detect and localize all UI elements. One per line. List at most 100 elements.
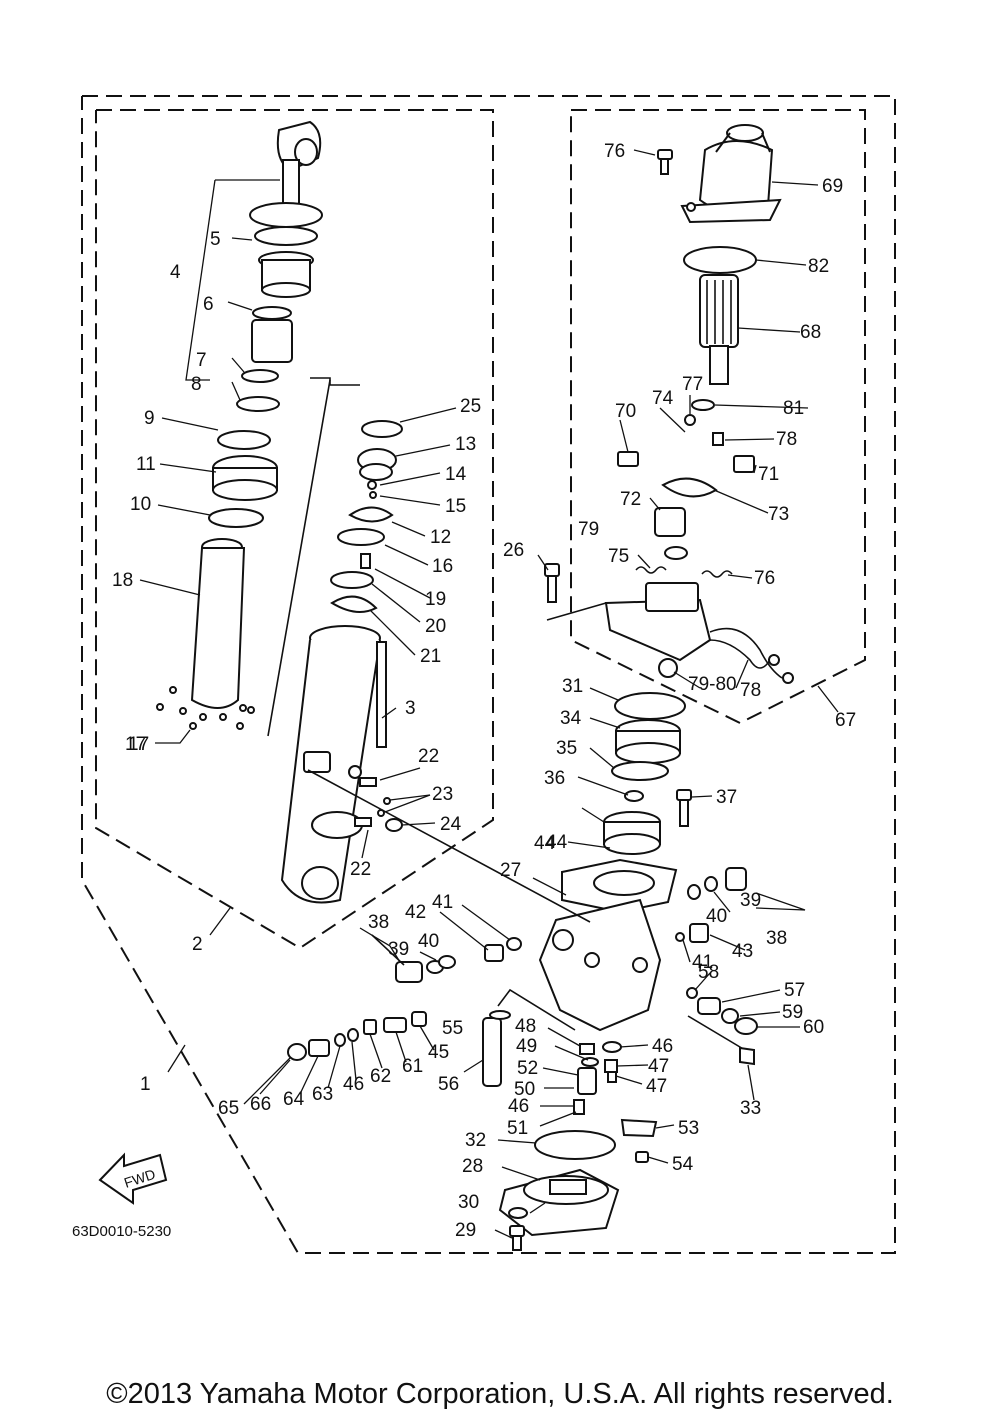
callout-label: 13 (455, 434, 476, 455)
callout-label: 57 (784, 980, 805, 1001)
group-outlines (81, 95, 896, 1254)
callout-label: 79-80 (688, 674, 737, 695)
callout-label: 69 (822, 176, 843, 197)
callout-label: 53 (678, 1118, 699, 1139)
callout-label: 49 (516, 1036, 537, 1057)
callout-label: 50 (514, 1079, 535, 1100)
leader-lines (139, 149, 839, 1239)
callout-label: 22 (418, 746, 439, 767)
callout-label: 32 (465, 1130, 486, 1151)
callout-label: 75 (608, 546, 629, 567)
callout-label: 78 (740, 680, 761, 701)
callout-label: 67 (835, 710, 856, 731)
callout-label: 36 (544, 768, 565, 789)
callout-label: 23 (432, 784, 453, 805)
callout-label: 46 (343, 1074, 364, 1095)
callout-label: 59 (782, 1002, 803, 1023)
callout-label: 17 (125, 734, 146, 755)
callout-label: 52 (517, 1058, 538, 1079)
callout-label: 15 (445, 496, 466, 517)
piston-parts (267, 377, 403, 737)
callout-label: 58 (698, 962, 719, 983)
callout-label: 68 (800, 322, 821, 343)
callout-label: 76 (754, 568, 775, 589)
diagram-code: 63D0010-5230 (72, 1223, 171, 1240)
callout-label: 28 (462, 1156, 483, 1177)
callout-label: 43 (732, 941, 753, 962)
callout-label: 26 (503, 540, 524, 561)
callout-label: 39 (740, 890, 761, 911)
callout-label: 37 (716, 787, 737, 808)
tilt-motor-assembly (544, 124, 794, 684)
callout-label: 48 (515, 1016, 536, 1037)
callout-label: 55 (442, 1018, 463, 1039)
callout-label: 17 (128, 734, 149, 755)
callout-label: 20 (425, 616, 446, 637)
callout-label: 39 (388, 939, 409, 960)
callout-label: 11 (136, 454, 156, 475)
callout-label: 44 (534, 833, 556, 854)
callout-label: 76 (604, 141, 625, 162)
callout-label: 74 (652, 388, 674, 409)
callout-label: 51 (507, 1118, 528, 1139)
callout-label: 12 (430, 527, 451, 548)
callout-label: 40 (418, 931, 439, 952)
callout-label: 60 (803, 1017, 824, 1038)
callout-label: 38 (368, 912, 389, 933)
callout-label: 78 (776, 429, 797, 450)
callout-label: 41 (432, 892, 453, 913)
callout-label: 44 (546, 832, 568, 853)
callout-label: 14 (445, 464, 467, 485)
callout-label: 24 (440, 814, 462, 835)
callout-label: 31 (562, 676, 583, 697)
callout-label: 6 (203, 294, 214, 315)
callout-label: 38 (766, 928, 787, 949)
callout-label: 77 (682, 374, 703, 395)
callout-label: 4 (170, 262, 181, 283)
callout-label: 33 (740, 1098, 761, 1119)
trim-cylinder-body (280, 625, 403, 904)
callout-label: 30 (458, 1192, 479, 1213)
callout-label: 73 (768, 504, 789, 525)
callout-label: 1 (140, 1074, 151, 1095)
callout-label: 46 (652, 1036, 673, 1057)
callout-label: 21 (420, 646, 441, 667)
callout-label: 40 (706, 906, 727, 927)
callout-label: 46 (508, 1096, 529, 1117)
callout-label: 34 (560, 708, 582, 729)
callout-label: 29 (455, 1220, 476, 1241)
callout-label: 10 (130, 494, 151, 515)
callout-label: 5 (210, 229, 221, 250)
callout-label: 64 (283, 1089, 305, 1110)
callout-label: 47 (648, 1056, 669, 1077)
callout-label: 9 (144, 408, 155, 429)
callout-label: 41 (692, 952, 713, 973)
callout-label: 70 (615, 401, 636, 422)
check-balls (156, 686, 255, 730)
callout-label: 62 (370, 1066, 391, 1087)
callout-label: 61 (402, 1056, 423, 1077)
callout-label: 45 (428, 1042, 449, 1063)
callout-label: 7 (196, 350, 207, 371)
callout-label: 82 (808, 256, 829, 277)
callout-label: 47 (646, 1076, 667, 1097)
callout-label: 22 (350, 859, 371, 880)
trim-rod-assembly (190, 120, 323, 709)
callout-label: 25 (460, 396, 481, 417)
callout-label: 35 (556, 738, 577, 759)
callout-label: 8 (191, 374, 202, 395)
callout-label: 3 (405, 698, 416, 719)
callout-label: 54 (672, 1154, 694, 1175)
callout-label: 72 (620, 489, 641, 510)
callout-label: 19 (425, 589, 446, 610)
callout-labels: 1 2 3 4 5 6 7 8 9 10 11 12 13 14 15 16 1… (112, 141, 856, 1241)
callout-label: 16 (432, 556, 453, 577)
callout-label: 66 (250, 1094, 271, 1115)
callout-label: 71 (758, 464, 779, 485)
callout-label: 81 (783, 398, 804, 419)
callout-label: 63 (312, 1084, 333, 1105)
callout-label: 27 (500, 860, 521, 881)
pump-assembly (287, 692, 758, 1251)
fwd-arrow: FWD (98, 1152, 168, 1205)
